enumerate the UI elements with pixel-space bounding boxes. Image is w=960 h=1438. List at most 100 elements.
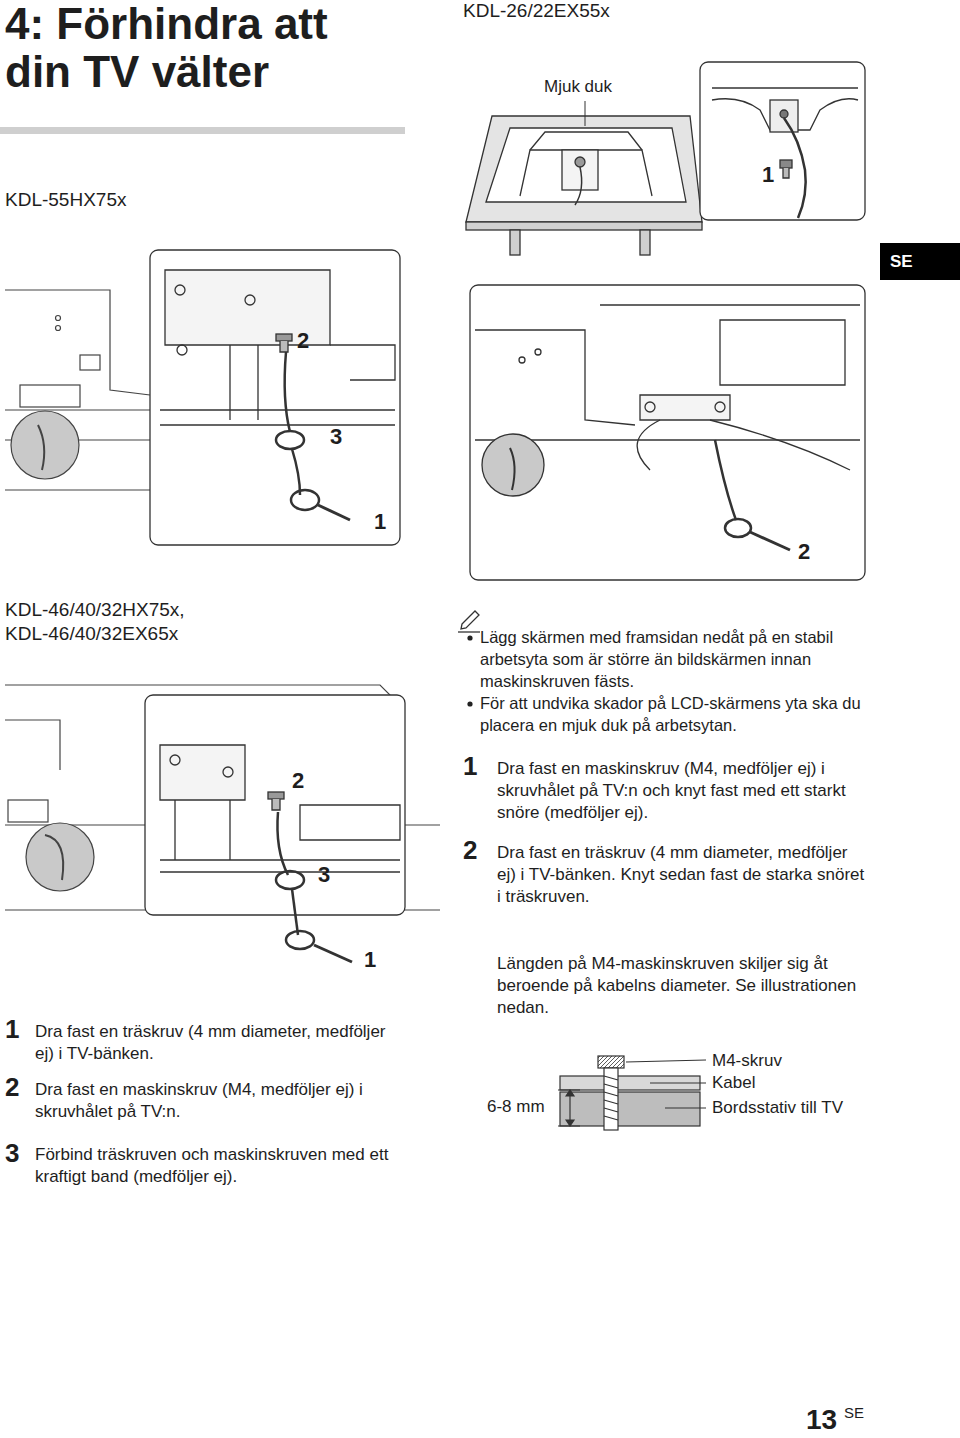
callout-number: 3 [318,862,330,888]
tv-rear-left [5,290,150,490]
inset-box-part [783,168,789,178]
inset-box-part [780,160,792,168]
inset-box-part [268,792,284,799]
part-name: Mjuk duk [544,76,612,98]
inset-box-part [712,87,858,88]
tv-rear-left-part [5,290,150,395]
tv-rear-left-part [5,409,150,410]
screw-length-diagram-part [558,1090,580,1126]
model-name: KDL-55HX75x [5,189,126,211]
page-number-suffix: SE [844,1402,864,1424]
inset-box-part [160,410,395,425]
inset-box-part [276,334,292,341]
part-name: Kabel [712,1072,755,1094]
inset-box-part [715,440,736,520]
tv-rear-left-part [38,425,44,470]
step-number: 2 [463,835,477,865]
screw-length-diagram-part [604,1068,618,1130]
inset-box-part [330,345,395,380]
inset-box-part [470,285,865,580]
step-number: 3 [5,1138,19,1168]
page-title: 4: Förhindra att din TV välter [5,0,375,96]
model-name: KDL-46/40/32EX65x [5,623,178,645]
inset-box-part [725,519,751,537]
inset-box-part [277,812,288,875]
title-bar [0,127,405,134]
tv-rear-left-part [5,489,150,490]
tv-rear-left-part [20,385,80,407]
tv-rear-left-part [45,835,63,880]
screw-length-diagram [558,1056,706,1130]
step-number: 1 [463,751,477,781]
inset-box-part [318,505,350,520]
inset-box-part [600,305,860,385]
screw-length-diagram-part [598,1056,624,1068]
inset-box-part [245,295,255,305]
part-name: M4-skruv [712,1050,782,1072]
inset-box [145,695,405,949]
inset-box-part [519,357,525,363]
language-tab: SE [880,243,960,280]
inset-box-part [510,448,515,490]
tv-rear-left-part [26,823,94,891]
inset-box-part [160,745,245,800]
table-illustration-part [585,101,586,126]
table-illustration-part [486,128,686,202]
inset-box-part [715,402,725,412]
inset-box-part [300,805,400,840]
inset-box-part [535,349,541,355]
part-name: Bordsstativ till TV [712,1097,852,1119]
inset-box-part [276,871,304,889]
wood-screw [314,945,352,962]
step-text: Dra fast en maskinskruv (M4, medföljer e… [497,758,865,824]
inset-box-part [160,860,400,872]
inset-box-part [640,395,730,420]
note-icon-part [461,611,479,629]
page-number: 13 [806,1404,837,1436]
tv-rear-left-part [56,316,61,321]
callout-number: 1 [374,509,386,535]
bullet [467,635,472,640]
step-number: 2 [5,1072,19,1102]
inset-box [150,250,400,545]
step-text: Dra fast en träskruv (4 mm diameter, med… [497,842,865,908]
table-illustration-part [530,132,642,150]
step-text: Dra fast en träskruv (4 mm diameter, med… [35,1021,403,1065]
tab-text: SE [890,251,950,272]
inset-box-part [145,695,405,915]
callout-number: 3 [330,424,342,450]
note-text: För att undvika skador på LCD-skärmens y… [480,692,865,736]
inset-box-part [750,532,790,550]
inset-box-part [770,100,798,132]
bullet [467,701,472,706]
model-name: KDL-26/22EX55x [463,0,610,22]
note-icon [458,611,480,632]
table-illustration-part [575,157,585,167]
inset-box-part [150,250,400,545]
inset-box-part [177,345,187,355]
inset-box-part [286,931,314,949]
callout-number: 2 [297,328,309,354]
table-illustration-part [510,230,520,255]
tv-rear-left-part [56,326,61,331]
inset-box-part [780,110,788,118]
screw-length-diagram-part [626,1060,706,1108]
tv-rear-left-part [80,355,100,370]
inset-box-part [175,800,230,860]
inset-box-part [175,285,185,295]
tv-rear-left-part [8,800,48,822]
callout-number: 2 [798,539,810,565]
inset-box-part [645,402,655,412]
tv-rear-left-part [5,720,60,770]
inset-box-part [291,490,319,510]
inset-box-part [280,341,288,352]
inset-box-part [170,755,180,765]
inset-box-part [292,449,300,495]
table-illustration-part [466,116,702,222]
callout-number: 2 [292,768,304,794]
inset-box-part [784,118,806,218]
tv-rear-left-part [11,411,79,479]
table-illustration [466,101,702,255]
callout-number: 1 [762,162,774,188]
inset-box [470,285,865,580]
